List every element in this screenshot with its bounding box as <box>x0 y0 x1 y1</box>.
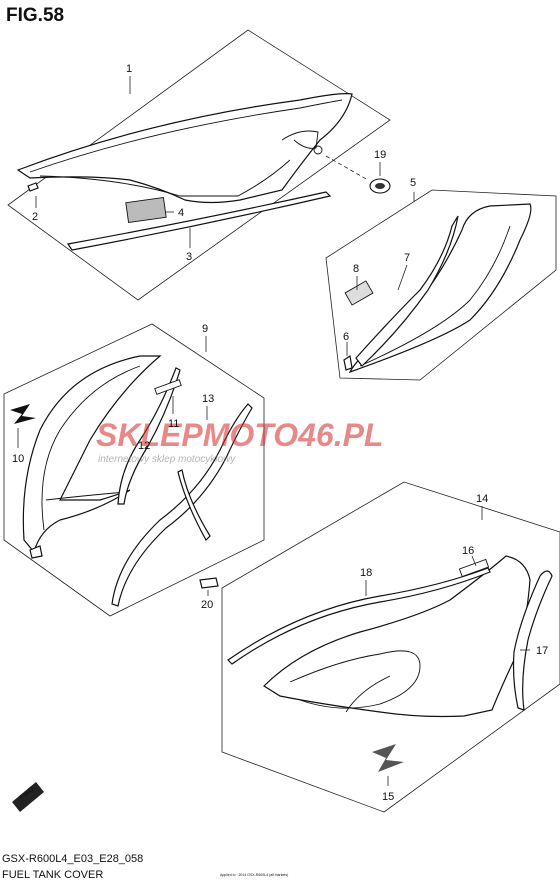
model-code: GSX-R600L4_E03_E28_058 <box>2 853 143 865</box>
grommet <box>325 155 391 194</box>
rear-edge-strip <box>512 570 553 711</box>
panel-group-14 <box>221 481 560 813</box>
callout-7: 7 <box>404 252 410 264</box>
edge-trim <box>111 403 253 607</box>
callout-8: 8 <box>353 263 359 275</box>
watermark-brand: SKLEPMOTO46.PL <box>96 417 383 453</box>
callout-4: 4 <box>178 207 184 219</box>
pad <box>125 196 167 224</box>
clip-20 <box>199 577 219 596</box>
callout-20: 20 <box>201 599 213 611</box>
clip <box>27 182 39 192</box>
callout-13: 13 <box>202 393 214 405</box>
callout-3: 3 <box>186 251 192 263</box>
strip <box>66 191 332 251</box>
callout-17: 17 <box>536 645 548 657</box>
callout-12: 12 <box>138 440 150 452</box>
trim-strip <box>355 215 459 367</box>
callout-14: 14 <box>476 493 488 505</box>
bracket <box>281 130 319 149</box>
panel-group-9 <box>3 323 265 617</box>
callout-5: 5 <box>410 177 416 189</box>
panel-group-5 <box>325 189 557 381</box>
callout-6: 6 <box>343 331 349 343</box>
tank-cover-right <box>263 555 531 718</box>
callout-1: 1 <box>126 63 132 75</box>
callout-18: 18 <box>360 567 372 579</box>
fuel-tank-cover-frame <box>16 93 353 204</box>
watermark: SKLEPMOTO46.PL internetowy sklep motocyk… <box>96 417 383 465</box>
fwd-arrow-icon: FWD <box>12 782 44 812</box>
callout-19: 19 <box>374 149 386 161</box>
callout-9: 9 <box>202 323 208 335</box>
suzuki-emblem-icon-15 <box>372 744 404 772</box>
panel-group-1 <box>7 29 391 301</box>
suzuki-emblem-icon <box>10 404 36 424</box>
fine-print: Applied to : 2014 GSX-R600L4 (all market… <box>220 873 288 877</box>
side-panel-trim <box>117 367 181 505</box>
side-panel-left <box>22 355 162 554</box>
callout-11: 11 <box>168 418 179 430</box>
callout-10: 10 <box>12 453 24 465</box>
figure-title: FIG.58 <box>6 5 64 26</box>
callout-16: 16 <box>462 545 474 557</box>
callout-2: 2 <box>32 211 38 223</box>
callout-15: 15 <box>382 791 394 803</box>
top-edge-strip <box>227 567 491 665</box>
figure-caption: FUEL TANK COVER <box>2 869 103 881</box>
watermark-tagline: internetowy sklep motocyklowy <box>98 454 236 465</box>
